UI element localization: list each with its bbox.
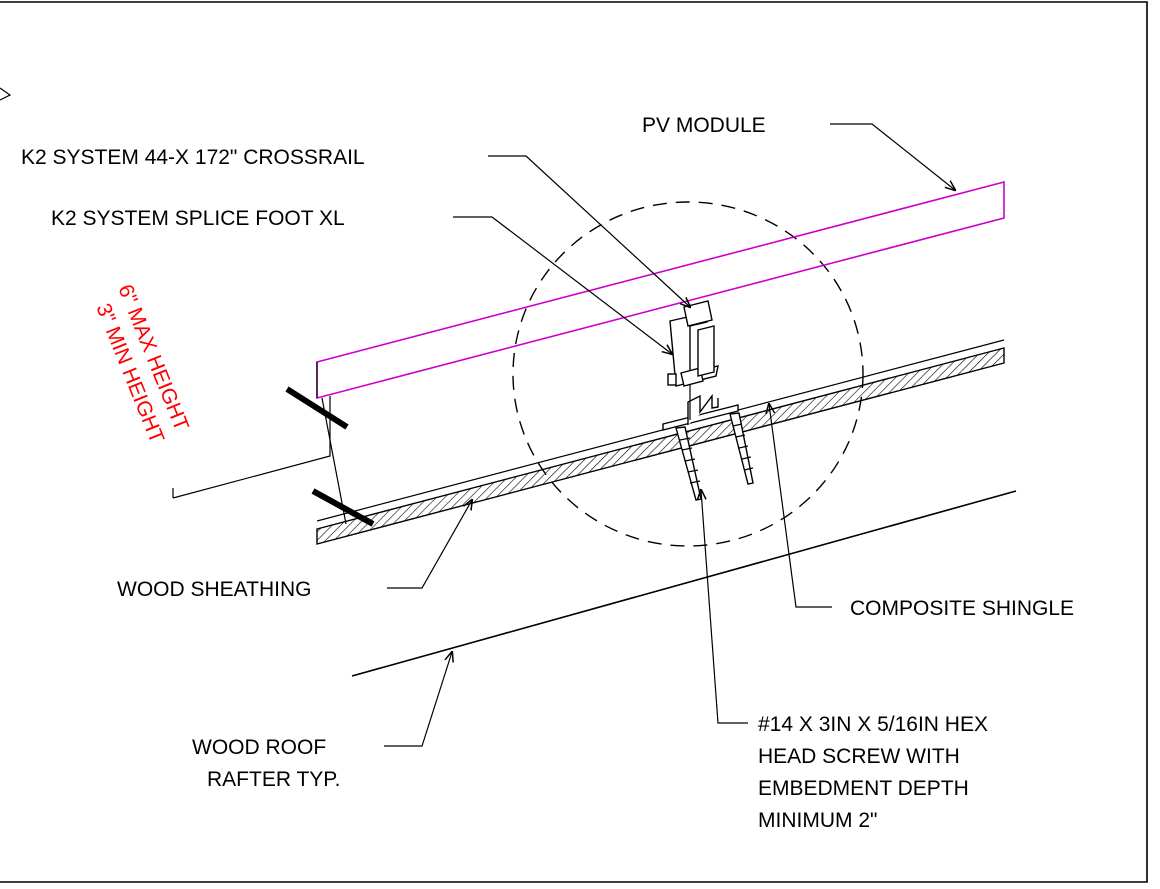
rafter-label-line-1: WOOD ROOF	[192, 736, 326, 759]
pv-module-label: PV MODULE	[642, 114, 766, 137]
leader-wood-sheathing	[387, 500, 472, 589]
height-dimension-line	[172, 396, 331, 499]
splice-foot-label: K2 SYSTEM SPLICE FOOT XL	[51, 207, 345, 230]
break-mark-upper	[285, 386, 349, 430]
screw-label-line-3: EMBEDMENT DEPTH	[758, 777, 969, 800]
pv-module-outline	[316, 180, 1005, 400]
screw-label-line-1: #14 X 3IN X 5/16IN HEX	[758, 713, 988, 736]
corner-tick	[0, 87, 12, 101]
crossrail-label: K2 SYSTEM 44-X 172" CROSSRAIL	[21, 146, 365, 169]
composite-shingle-label: COMPOSITE SHINGLE	[850, 597, 1074, 620]
module-edge-line	[316, 362, 347, 525]
leader-composite-shingle	[769, 404, 832, 608]
wood-sheathing-label: WOOD SHEATHING	[117, 578, 311, 601]
leader-pv-module	[830, 123, 955, 190]
leader-crossrail	[488, 155, 690, 307]
leader-screw	[701, 490, 748, 724]
wood-roof-rafter-line	[351, 490, 1017, 677]
leader-splice-foot	[453, 216, 672, 354]
screw-label-line-4: MINIMUM 2"	[758, 809, 877, 832]
composite-shingle-line	[316, 339, 1005, 522]
break-mark-lower	[311, 488, 375, 527]
rafter-label-line-2: RAFTER TYP.	[207, 768, 340, 791]
crossrail-and-splice-foot	[662, 300, 739, 431]
wood-sheathing	[316, 347, 1005, 545]
leader-rafter	[384, 652, 452, 747]
detail-circle	[512, 201, 864, 547]
screw-label-line-2: HEAD SCREW WITH	[758, 745, 960, 768]
